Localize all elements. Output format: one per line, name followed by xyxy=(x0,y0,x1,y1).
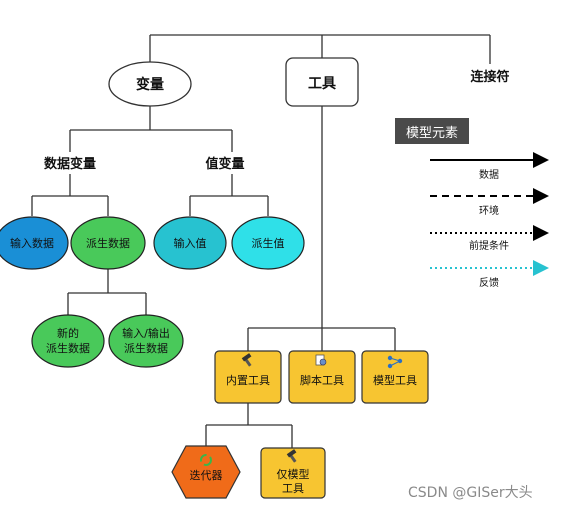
model-tool-label: 模型工具 xyxy=(373,373,417,387)
connector-lines xyxy=(31,34,491,448)
io-derived-line2: 派生数据 xyxy=(124,341,168,355)
legend-environment-label: 环境 xyxy=(479,204,499,217)
derived-data-node xyxy=(70,216,146,270)
cycle-arrows-icon xyxy=(200,454,212,466)
value-variable-label: 值变量 xyxy=(205,156,244,172)
new-derived-data-node xyxy=(31,314,105,368)
input-value-node xyxy=(153,216,227,270)
model-only-line1: 仅模型 xyxy=(277,467,310,481)
model-tool-node xyxy=(361,350,429,404)
script-tool-node xyxy=(288,350,356,404)
input-data-label: 输入数据 xyxy=(10,236,54,250)
connector-label: 连接符 xyxy=(470,69,509,85)
derived-value-node xyxy=(231,216,305,270)
script-tool-label: 脚本工具 xyxy=(300,373,344,387)
hammer-icon xyxy=(286,449,297,463)
tool-label: 工具 xyxy=(308,76,336,92)
tool-node xyxy=(285,57,359,107)
io-derived-line1: 输入/输出 xyxy=(122,326,170,340)
derived-value-label: 派生值 xyxy=(252,236,285,250)
legend-feedback-label: 反馈 xyxy=(479,276,499,289)
model-only-tool-node xyxy=(260,447,326,499)
legend-data-label: 数据 xyxy=(479,168,499,181)
new-derived-line1: 新的 xyxy=(57,326,79,340)
variable-node xyxy=(108,61,192,107)
iterator-label: 迭代器 xyxy=(190,469,223,482)
builtin-tool-node xyxy=(214,350,282,404)
input-value-label: 输入值 xyxy=(174,236,207,250)
hammer-icon xyxy=(241,353,252,367)
model-elements-badge: 模型元素 xyxy=(395,118,469,144)
input-data-node xyxy=(0,216,69,270)
variable-label: 变量 xyxy=(136,76,164,93)
derived-data-label: 派生数据 xyxy=(86,236,130,250)
legend-precondition-label: 前提条件 xyxy=(469,239,509,252)
builtin-tool-label: 内置工具 xyxy=(226,373,270,387)
new-derived-line2: 派生数据 xyxy=(46,341,90,355)
watermark: CSDN @GISer大头 xyxy=(408,485,533,501)
iterator-node xyxy=(171,445,241,499)
io-derived-data-node xyxy=(108,314,184,368)
model-only-line2: 工具 xyxy=(282,482,304,495)
data-variable-label: 数据变量 xyxy=(44,156,96,172)
script-gear-icon xyxy=(315,354,327,366)
model-diagram-icon xyxy=(387,355,403,369)
